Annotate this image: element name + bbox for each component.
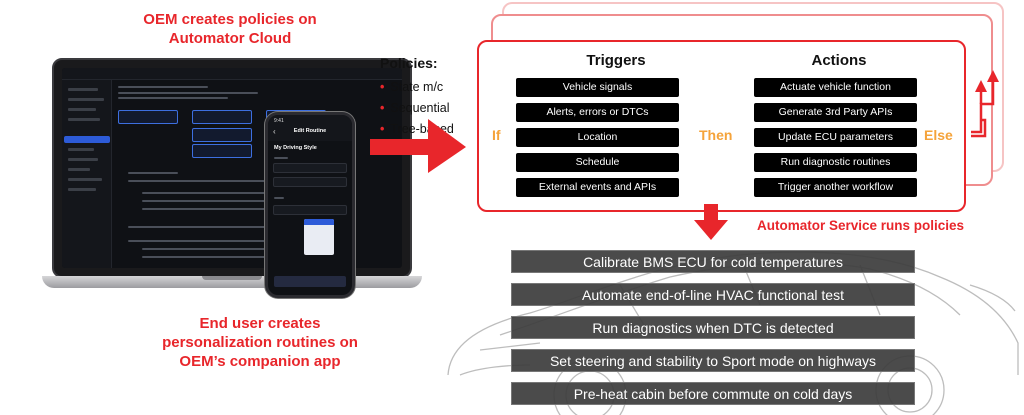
back-chevron-icon[interactable]: ‹ (273, 127, 276, 136)
policies-title: Policies: (380, 55, 438, 71)
automator-service-label: Automator Service runs policies (757, 218, 965, 233)
policy-item-label: State m/c (390, 80, 444, 94)
use-case-item: Calibrate BMS ECU for cold temperatures (511, 250, 915, 273)
policy-item: • Sequential (380, 98, 500, 119)
routine-name: My Driving Style (274, 145, 317, 151)
down-arrow-icon (694, 204, 728, 240)
action-item: Generate 3rd Party APIs (754, 103, 917, 122)
action-item: Actuate vehicle function (754, 78, 917, 97)
action-item: Update ECU parameters (754, 128, 917, 147)
save-button[interactable] (274, 276, 346, 287)
end-user-title: End user creates personalization routine… (162, 315, 358, 370)
laptop-notch (202, 276, 262, 280)
mode-dropdown-selected (304, 219, 334, 225)
actions-title: Actions (811, 52, 867, 69)
phone-mockup: 9:41 ‹ Edit Routine My Driving Style (265, 112, 355, 298)
use-case-item: Set steering and stability to Sport mode… (511, 349, 915, 372)
app-topbar (62, 68, 402, 80)
if-label: If (492, 127, 501, 143)
action-item: Trigger another workflow (754, 178, 917, 197)
trigger-item: Location (516, 128, 679, 147)
add-condition-field[interactable] (273, 177, 347, 187)
policy-item: • State m/c (380, 77, 500, 98)
triggers-title: Triggers (586, 52, 646, 69)
else-label: Else (924, 127, 953, 143)
laptop-screen (52, 58, 412, 278)
phone-time: 9:41 (274, 118, 284, 124)
app-sidebar (62, 80, 112, 268)
then-label: Then (699, 127, 733, 143)
bullet-icon: • (380, 122, 385, 136)
laptop-mockup (42, 58, 422, 290)
use-case-item: Run diagnostics when DTC is detected (511, 316, 915, 339)
phone-header: 9:41 ‹ Edit Routine (268, 115, 352, 141)
policies-list: Policies: •State m/c •Sequential •Tree-b… (380, 55, 500, 140)
else-branch-arrows (971, 70, 999, 138)
app-main-panel (112, 80, 402, 268)
when-field[interactable] (273, 163, 347, 173)
bullet-icon: • (380, 101, 385, 115)
trigger-item: Vehicle signals (516, 78, 679, 97)
trigger-item: Alerts, errors or DTCs (516, 103, 679, 122)
right-arrow-icon (370, 119, 466, 173)
phone-screen-title: Edit Routine (293, 128, 327, 134)
bullet-icon: • (380, 80, 385, 94)
oem-title: OEM creates policies on Automator Cloud (143, 11, 317, 47)
action-item: Run diagnostic routines (754, 153, 917, 172)
policy-item-label: Sequential (390, 101, 450, 115)
trigger-item: External events and APIs (516, 178, 679, 197)
use-case-item: Pre-heat cabin before commute on cold da… (511, 382, 915, 405)
do-field[interactable] (273, 205, 347, 215)
policy-card: Triggers Actions If Then Else Vehicle si… (477, 40, 966, 212)
mode-dropdown[interactable] (304, 219, 334, 255)
trigger-item: Schedule (516, 153, 679, 172)
use-case-item: Automate end-of-line HVAC functional tes… (511, 283, 915, 306)
